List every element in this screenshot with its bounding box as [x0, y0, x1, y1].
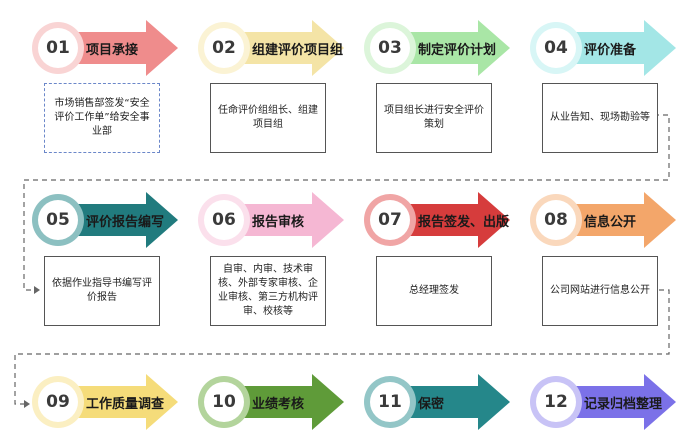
- circle-inner: [204, 28, 244, 68]
- connector-arrowhead-row3: [24, 400, 30, 408]
- step-06: 06 报告审核: [196, 190, 346, 250]
- circle-inner: [370, 28, 410, 68]
- step-arrow-shape: [198, 374, 344, 430]
- step-number: 01: [46, 38, 70, 58]
- step-01-description: 市场销售部签发“安全评价工作单”给安全事业部: [44, 83, 160, 153]
- step-number: 08: [544, 210, 568, 230]
- step-number: 02: [212, 38, 236, 58]
- step-arrow-shape: [32, 20, 178, 76]
- step-arrow-shape: [32, 192, 178, 248]
- step-number: 06: [212, 210, 236, 230]
- step-title: 报告签发、出版: [418, 214, 510, 230]
- arrow-body: [386, 192, 510, 248]
- step-arrow-shape: [530, 374, 676, 430]
- step-title: 评价报告编写: [86, 214, 165, 230]
- arrow-body: [552, 20, 676, 76]
- step-title: 制定评价计划: [418, 42, 497, 58]
- circle-inner: [38, 28, 78, 68]
- step-title: 评价准备: [584, 42, 637, 58]
- step-title: 组建评价项目组: [252, 42, 344, 58]
- step-02-description: 任命评价组组长、组建项目组: [210, 83, 326, 153]
- step-05-description: 依据作业指导书编写评价报告: [44, 256, 160, 326]
- step-09: 09 工作质量调查: [30, 372, 180, 432]
- arrow-body: [54, 20, 178, 76]
- step-04: 04 评价准备: [528, 18, 678, 78]
- step-07-description: 总经理签发: [376, 256, 492, 326]
- connector-arrowhead-row2: [34, 286, 40, 294]
- step-arrow-shape: [198, 20, 344, 76]
- circle-inner: [370, 200, 410, 240]
- step-06-description: 自审、内审、技术审核、外部专家审核、企业审核、第三方机构评审、校核等: [210, 256, 326, 326]
- step-arrow-shape: [530, 192, 676, 248]
- step-number: 03: [378, 38, 402, 58]
- step-arrow-shape: [364, 192, 510, 248]
- step-arrow-shape: [32, 374, 178, 430]
- step-number: 11: [378, 392, 402, 412]
- step-arrow-shape: [530, 20, 676, 76]
- circle-inner: [204, 382, 244, 422]
- step-number: 12: [544, 392, 568, 412]
- arrow-body: [552, 374, 676, 430]
- arrow-body: [54, 374, 178, 430]
- step-number: 07: [378, 210, 402, 230]
- step-title: 工作质量调查: [86, 396, 165, 412]
- step-01: 01 项目承接: [30, 18, 180, 78]
- circle-inner: [38, 382, 78, 422]
- circle-inner: [536, 28, 576, 68]
- step-arrow-shape: [364, 20, 510, 76]
- arrow-body: [386, 374, 510, 430]
- circle-inner: [536, 200, 576, 240]
- step-08: 08 信息公开: [528, 190, 678, 250]
- circle-inner: [536, 382, 576, 422]
- step-title: 项目承接: [86, 42, 139, 58]
- step-02: 02 组建评价项目组: [196, 18, 346, 78]
- step-arrow-shape: [364, 374, 510, 430]
- circle-inner: [370, 382, 410, 422]
- step-03-description: 项目组长进行安全评价策划: [376, 83, 492, 153]
- step-03: 03 制定评价计划: [362, 18, 512, 78]
- step-12: 12 记录归档整理: [528, 372, 678, 432]
- arrow-body: [386, 20, 510, 76]
- step-title: 业绩考核: [252, 396, 305, 412]
- step-title: 保密: [418, 396, 445, 412]
- circle-inner: [204, 200, 244, 240]
- step-title: 信息公开: [584, 214, 637, 230]
- step-05: 05 评价报告编写: [30, 190, 180, 250]
- arrow-body: [54, 192, 178, 248]
- connector-row2-to-row3: [14, 289, 670, 405]
- arrow-body: [552, 192, 676, 248]
- step-11: 11 保密: [362, 372, 512, 432]
- arrow-body: [220, 192, 344, 248]
- step-number: 05: [46, 210, 70, 230]
- arrow-body: [220, 374, 344, 430]
- step-title: 记录归档整理: [584, 396, 663, 412]
- step-title: 报告审核: [252, 214, 305, 230]
- step-10: 10 业绩考核: [196, 372, 346, 432]
- step-number: 04: [544, 38, 568, 58]
- step-arrow-shape: [198, 192, 344, 248]
- step-07: 07 报告签发、出版: [362, 190, 512, 250]
- step-number: 10: [212, 392, 236, 412]
- step-04-description: 从业告知、现场勘验等: [542, 83, 658, 153]
- step-number: 09: [46, 392, 70, 412]
- circle-inner: [38, 200, 78, 240]
- arrow-body: [220, 20, 344, 76]
- step-08-description: 公司网站进行信息公开: [542, 256, 658, 326]
